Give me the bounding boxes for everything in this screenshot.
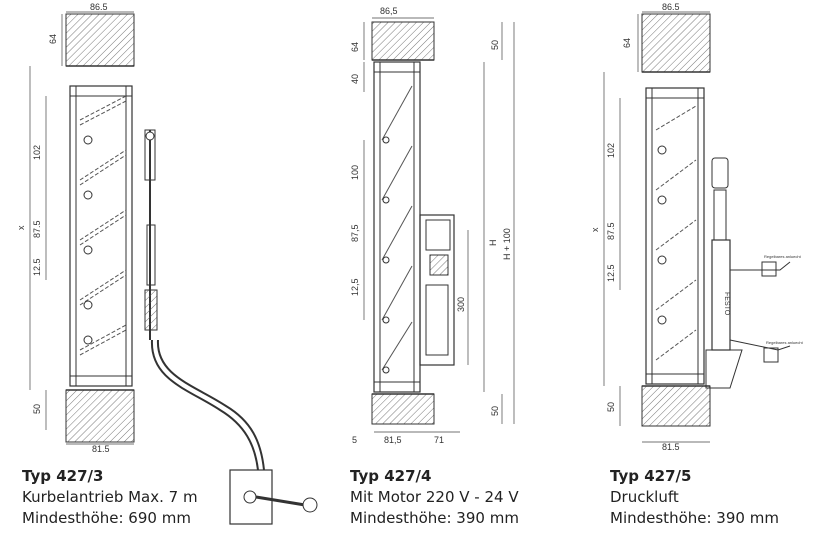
dim-left-top: 64: [48, 34, 58, 44]
drawing-427-3: [29, 11, 318, 525]
dim-bottom-71: 71: [434, 435, 444, 445]
dim-left-mid1: 102: [606, 143, 616, 158]
dim-left-x: x: [16, 225, 26, 230]
dim-bottom-width: 81.5: [92, 444, 110, 454]
dim-top-width: 86.5: [90, 2, 108, 12]
dim-left-bottom: 50: [32, 404, 42, 414]
dim-left-87: 87,5: [350, 224, 360, 242]
dim-left-mid1: 102: [32, 145, 42, 160]
dim-bottom-5: 5: [352, 435, 357, 445]
dim-left-mid3: 12.5: [32, 258, 42, 276]
dim-bottom-81: 81,5: [384, 435, 402, 445]
dim-right-300: 300: [456, 297, 466, 312]
caption-line1: Druckluft: [610, 488, 679, 506]
dim-left-mid2: 87.5: [32, 220, 42, 238]
dim-left-mid3: 12.5: [606, 264, 616, 282]
caption-line2: Mindesthöhe: 390 mm: [610, 509, 779, 527]
caption-427-5: Typ 427/5 Druckluft Mindesthöhe: 390 mm: [610, 466, 779, 529]
drawing-427-5: [603, 11, 791, 443]
caption-title: Typ 427/5: [610, 467, 692, 485]
dim-left-12: 12,5: [350, 278, 360, 296]
caption-title: Typ 427/3: [22, 467, 104, 485]
dim-left-x: x: [590, 227, 600, 232]
caption-line2: Mindesthöhe: 690 mm: [22, 509, 191, 527]
caption-title: Typ 427/4: [350, 467, 432, 485]
dim-right-H: H: [488, 240, 498, 247]
caption-427-4: Typ 427/4 Mit Motor 220 V - 24 V Mindest…: [350, 466, 519, 529]
dim-right-H100: H + 100: [502, 228, 512, 260]
dim-right-50-bottom: 50: [490, 406, 500, 416]
air-label-bottom: Regelbares anluecht: [766, 340, 804, 345]
dim-bottom-width: 81.5: [662, 442, 680, 452]
dim-top-width: 86.5: [662, 2, 680, 12]
caption-line1: Kurbelantrieb Max. 7 m: [22, 488, 198, 506]
brand-label: FESTO: [723, 292, 730, 316]
drawing-427-4: [363, 17, 515, 433]
dims-427-5: 86.5 64 102 x 87.5 12.5 50 81.5 Regelbar…: [590, 2, 804, 452]
dim-left-100: 100: [350, 165, 360, 180]
caption-427-3: Typ 427/3 Kurbelantrieb Max. 7 m Mindest…: [22, 466, 198, 529]
dim-left-64: 64: [350, 42, 360, 52]
dim-top-width: 86,5: [380, 6, 398, 16]
dim-left-bottom: 50: [606, 402, 616, 412]
dim-left-top: 64: [622, 38, 632, 48]
dim-left-mid2: 87.5: [606, 222, 616, 240]
caption-line1: Mit Motor 220 V - 24 V: [350, 488, 519, 506]
dim-right-50-top: 50: [490, 40, 500, 50]
air-label-top: Regelbares anluecht: [764, 254, 802, 259]
dim-left-40: 40: [350, 74, 360, 84]
caption-line2: Mindesthöhe: 390 mm: [350, 509, 519, 527]
dims-427-3: 86.5 64 102 x 87.5 12.5 50 81.5: [16, 2, 110, 454]
dims-427-4: 86,5 64 40 100 87,5 12,5 50 300 H H + 10…: [350, 6, 512, 445]
